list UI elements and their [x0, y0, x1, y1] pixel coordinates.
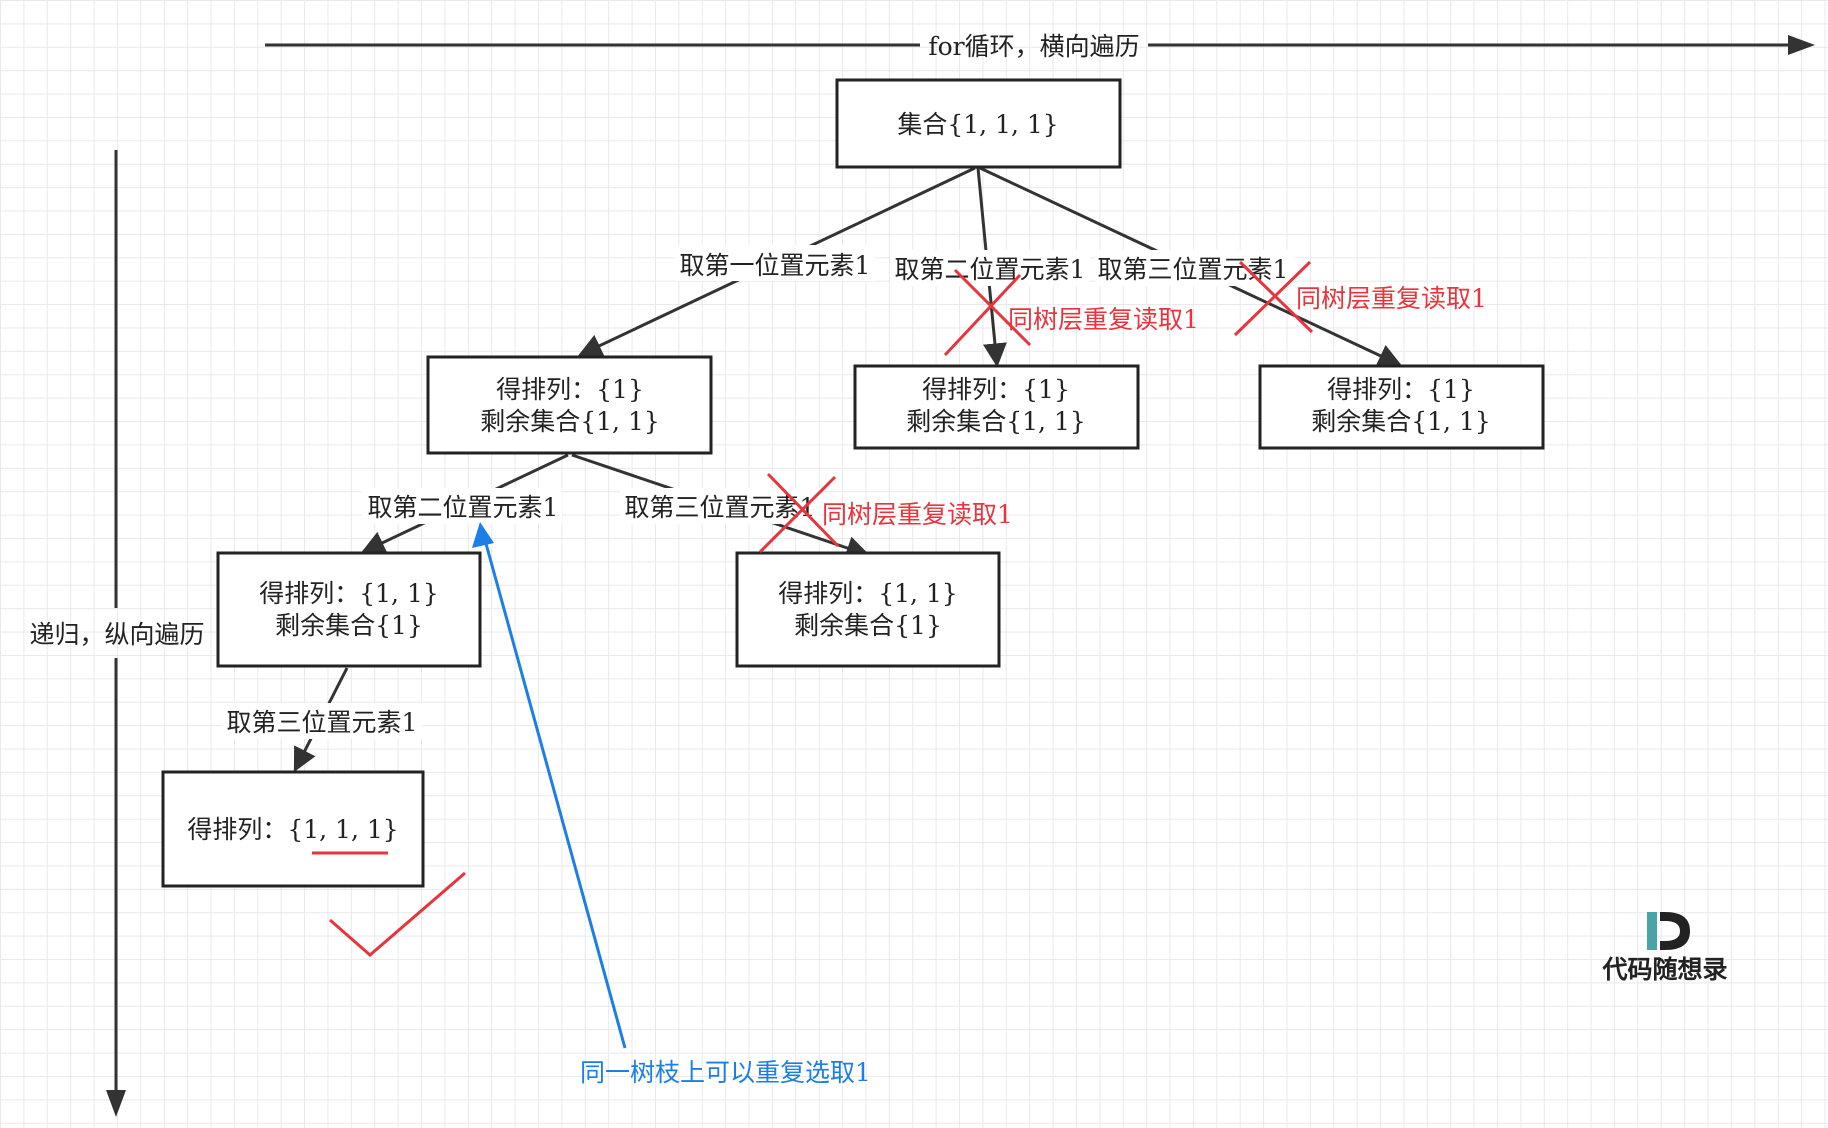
annotation-same-level-dup-1: 同树层重复读取1: [1008, 305, 1199, 334]
annotation-same-branch-ok: 同一树枝上可以重复选取1: [580, 1058, 871, 1087]
node-l1b: 得排列：{1} 剩余集合{1, 1}: [853, 364, 1140, 450]
check-icon: [329, 871, 466, 957]
logo: 代码随想录: [1601, 912, 1728, 984]
blue-arrowhead: [472, 522, 494, 548]
node-root-label: 集合{1, 1, 1}: [897, 110, 1058, 139]
edge-label-l1a-second: 取第二位置元素1: [368, 493, 559, 522]
edge-label-root-first: 取第一位置元素1: [680, 251, 871, 280]
node-l1c-line1: 得排列：{1}: [1327, 375, 1475, 404]
node-l2a: 得排列：{1, 1} 剩余集合{1}: [216, 551, 482, 668]
d-logo-icon: [1647, 912, 1690, 950]
horizontal-axis-label: for循环，横向遍历: [928, 32, 1139, 61]
horizontal-axis-arrowhead: [1788, 35, 1815, 55]
horizontal-axis: for循环，横向遍历: [265, 32, 1815, 61]
node-l1b-line2: 剩余集合{1, 1}: [906, 407, 1086, 436]
vertical-axis: 递归，纵向遍历: [29, 150, 205, 1117]
node-l1c-line2: 剩余集合{1, 1}: [1311, 407, 1491, 436]
edge-label-l1a-third: 取第三位置元素1: [625, 493, 816, 522]
vertical-axis-label: 递归，纵向遍历: [29, 620, 204, 649]
node-l2b: 得排列：{1, 1} 剩余集合{1}: [735, 551, 1001, 668]
annotation-same-level-dup-3: 同树层重复读取1: [822, 500, 1013, 529]
node-l3-line1: 得排列：{1, 1, 1}: [187, 815, 398, 844]
node-l2b-line2: 剩余集合{1}: [794, 611, 942, 640]
tree-nodes: 集合{1, 1, 1} 得排列：{1} 剩余集合{1, 1} 得排列：{1} 剩…: [161, 78, 1545, 888]
node-l3: 得排列：{1, 1, 1}: [161, 770, 425, 888]
node-l2a-line1: 得排列：{1, 1}: [259, 579, 439, 608]
vertical-axis-arrowhead: [106, 1090, 126, 1117]
node-l1a-line2: 剩余集合{1, 1}: [480, 407, 660, 436]
prune-marks: [758, 260, 1314, 554]
edge-labels: 取第一位置元素1 取第二位置元素1 取第三位置元素1 取第二位置元素1 取第三位…: [222, 245, 1295, 739]
prune-x-icon: [1233, 260, 1314, 337]
red-annotations: 同树层重复读取1 同树层重复读取1 同树层重复读取1: [822, 284, 1487, 529]
edge-label-l2a-third: 取第三位置元素1: [227, 708, 418, 737]
logo-text: 代码随想录: [1601, 955, 1727, 984]
node-root: 集合{1, 1, 1}: [835, 78, 1122, 169]
prune-x-icon: [758, 472, 840, 554]
node-l1a: 得排列：{1} 剩余集合{1, 1}: [426, 355, 713, 455]
annotation-same-level-dup-2: 同树层重复读取1: [1296, 284, 1487, 313]
node-l2a-line2: 剩余集合{1}: [275, 611, 423, 640]
blue-annotation: 同一树枝上可以重复选取1: [472, 522, 871, 1087]
edge-label-root-second: 取第二位置元素1: [895, 255, 1086, 284]
node-l1a-line1: 得排列：{1}: [496, 375, 644, 404]
node-l1b-line1: 得排列：{1}: [922, 375, 1070, 404]
node-l1c: 得排列：{1} 剩余集合{1, 1}: [1258, 364, 1545, 450]
node-l2b-line1: 得排列：{1, 1}: [778, 579, 958, 608]
prune-x-icon: [943, 268, 1032, 357]
